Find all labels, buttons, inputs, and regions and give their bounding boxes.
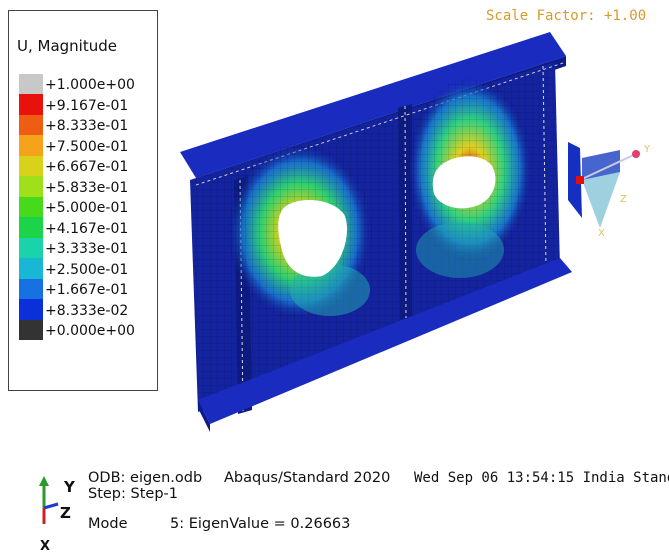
legend-title: U, Magnitude (17, 37, 117, 55)
svg-text:X: X (598, 228, 605, 239)
legend-swatch (19, 258, 43, 279)
legend-value: +8.333e-02 (45, 302, 129, 319)
triad-z-label: Z (60, 504, 71, 522)
legend-swatch (19, 299, 43, 320)
odb-label: ODB: eigen.odb (88, 470, 203, 486)
legend-swatch (19, 135, 43, 156)
legend-value: +5.000e-01 (45, 200, 129, 216)
triad-x-label: X (40, 539, 50, 552)
legend-value: +1.667e-01 (45, 282, 129, 298)
legend-swatch (19, 94, 43, 115)
left-hole (278, 199, 348, 277)
legend-value: +6.667e-01 (45, 159, 129, 175)
legend-value: +8.333e-01 (45, 118, 129, 134)
legend-value: +4.167e-01 (45, 220, 129, 237)
mode-label: Mode (88, 516, 128, 532)
legend-color-bar (19, 74, 43, 340)
legend-swatch (19, 196, 43, 217)
legend-value: +3.333e-01 (45, 241, 129, 257)
step-label: Step: Step-1 (88, 486, 178, 502)
legend-value: +7.500e-01 (45, 138, 129, 155)
legend-swatch (19, 155, 43, 176)
bottom-flange (198, 258, 572, 424)
legend-swatch (19, 74, 43, 94)
view-orientation-triad: Y Z X (568, 142, 651, 239)
legend-swatch (19, 217, 43, 238)
legend-value: +0.000e+00 (45, 323, 135, 339)
legend-panel: U, Magnitude +1.000e+00 +9.167e-01 +8.333e… (8, 10, 158, 391)
top-flange (180, 32, 566, 178)
legend-swatch (19, 319, 43, 340)
legend-swatch (19, 237, 43, 258)
legend-swatch (19, 278, 43, 299)
legend-value: +5.833e-01 (45, 179, 129, 196)
coordinate-triad: Y Z X (39, 476, 76, 552)
legend-swatch (19, 114, 43, 135)
triad-y-label: Y (63, 478, 76, 496)
right-hole (432, 156, 496, 209)
solver-label: Abaqus/Standard 2020 (224, 470, 391, 486)
eigenvalue-label: 5: EigenValue = 0.26663 (170, 516, 351, 532)
legend-swatch (19, 176, 43, 197)
timestamp-label: Wed Sep 06 13:54:15 India Standa (414, 470, 669, 486)
legend-value: +2.500e-01 (45, 261, 129, 278)
svg-text:Z: Z (620, 194, 627, 205)
scale-factor-label: Scale Factor: +1.00 (486, 8, 647, 24)
svg-text:Y: Y (643, 144, 651, 155)
legend-value: +1.000e+00 (45, 77, 135, 93)
legend-value: +9.167e-01 (45, 97, 129, 114)
